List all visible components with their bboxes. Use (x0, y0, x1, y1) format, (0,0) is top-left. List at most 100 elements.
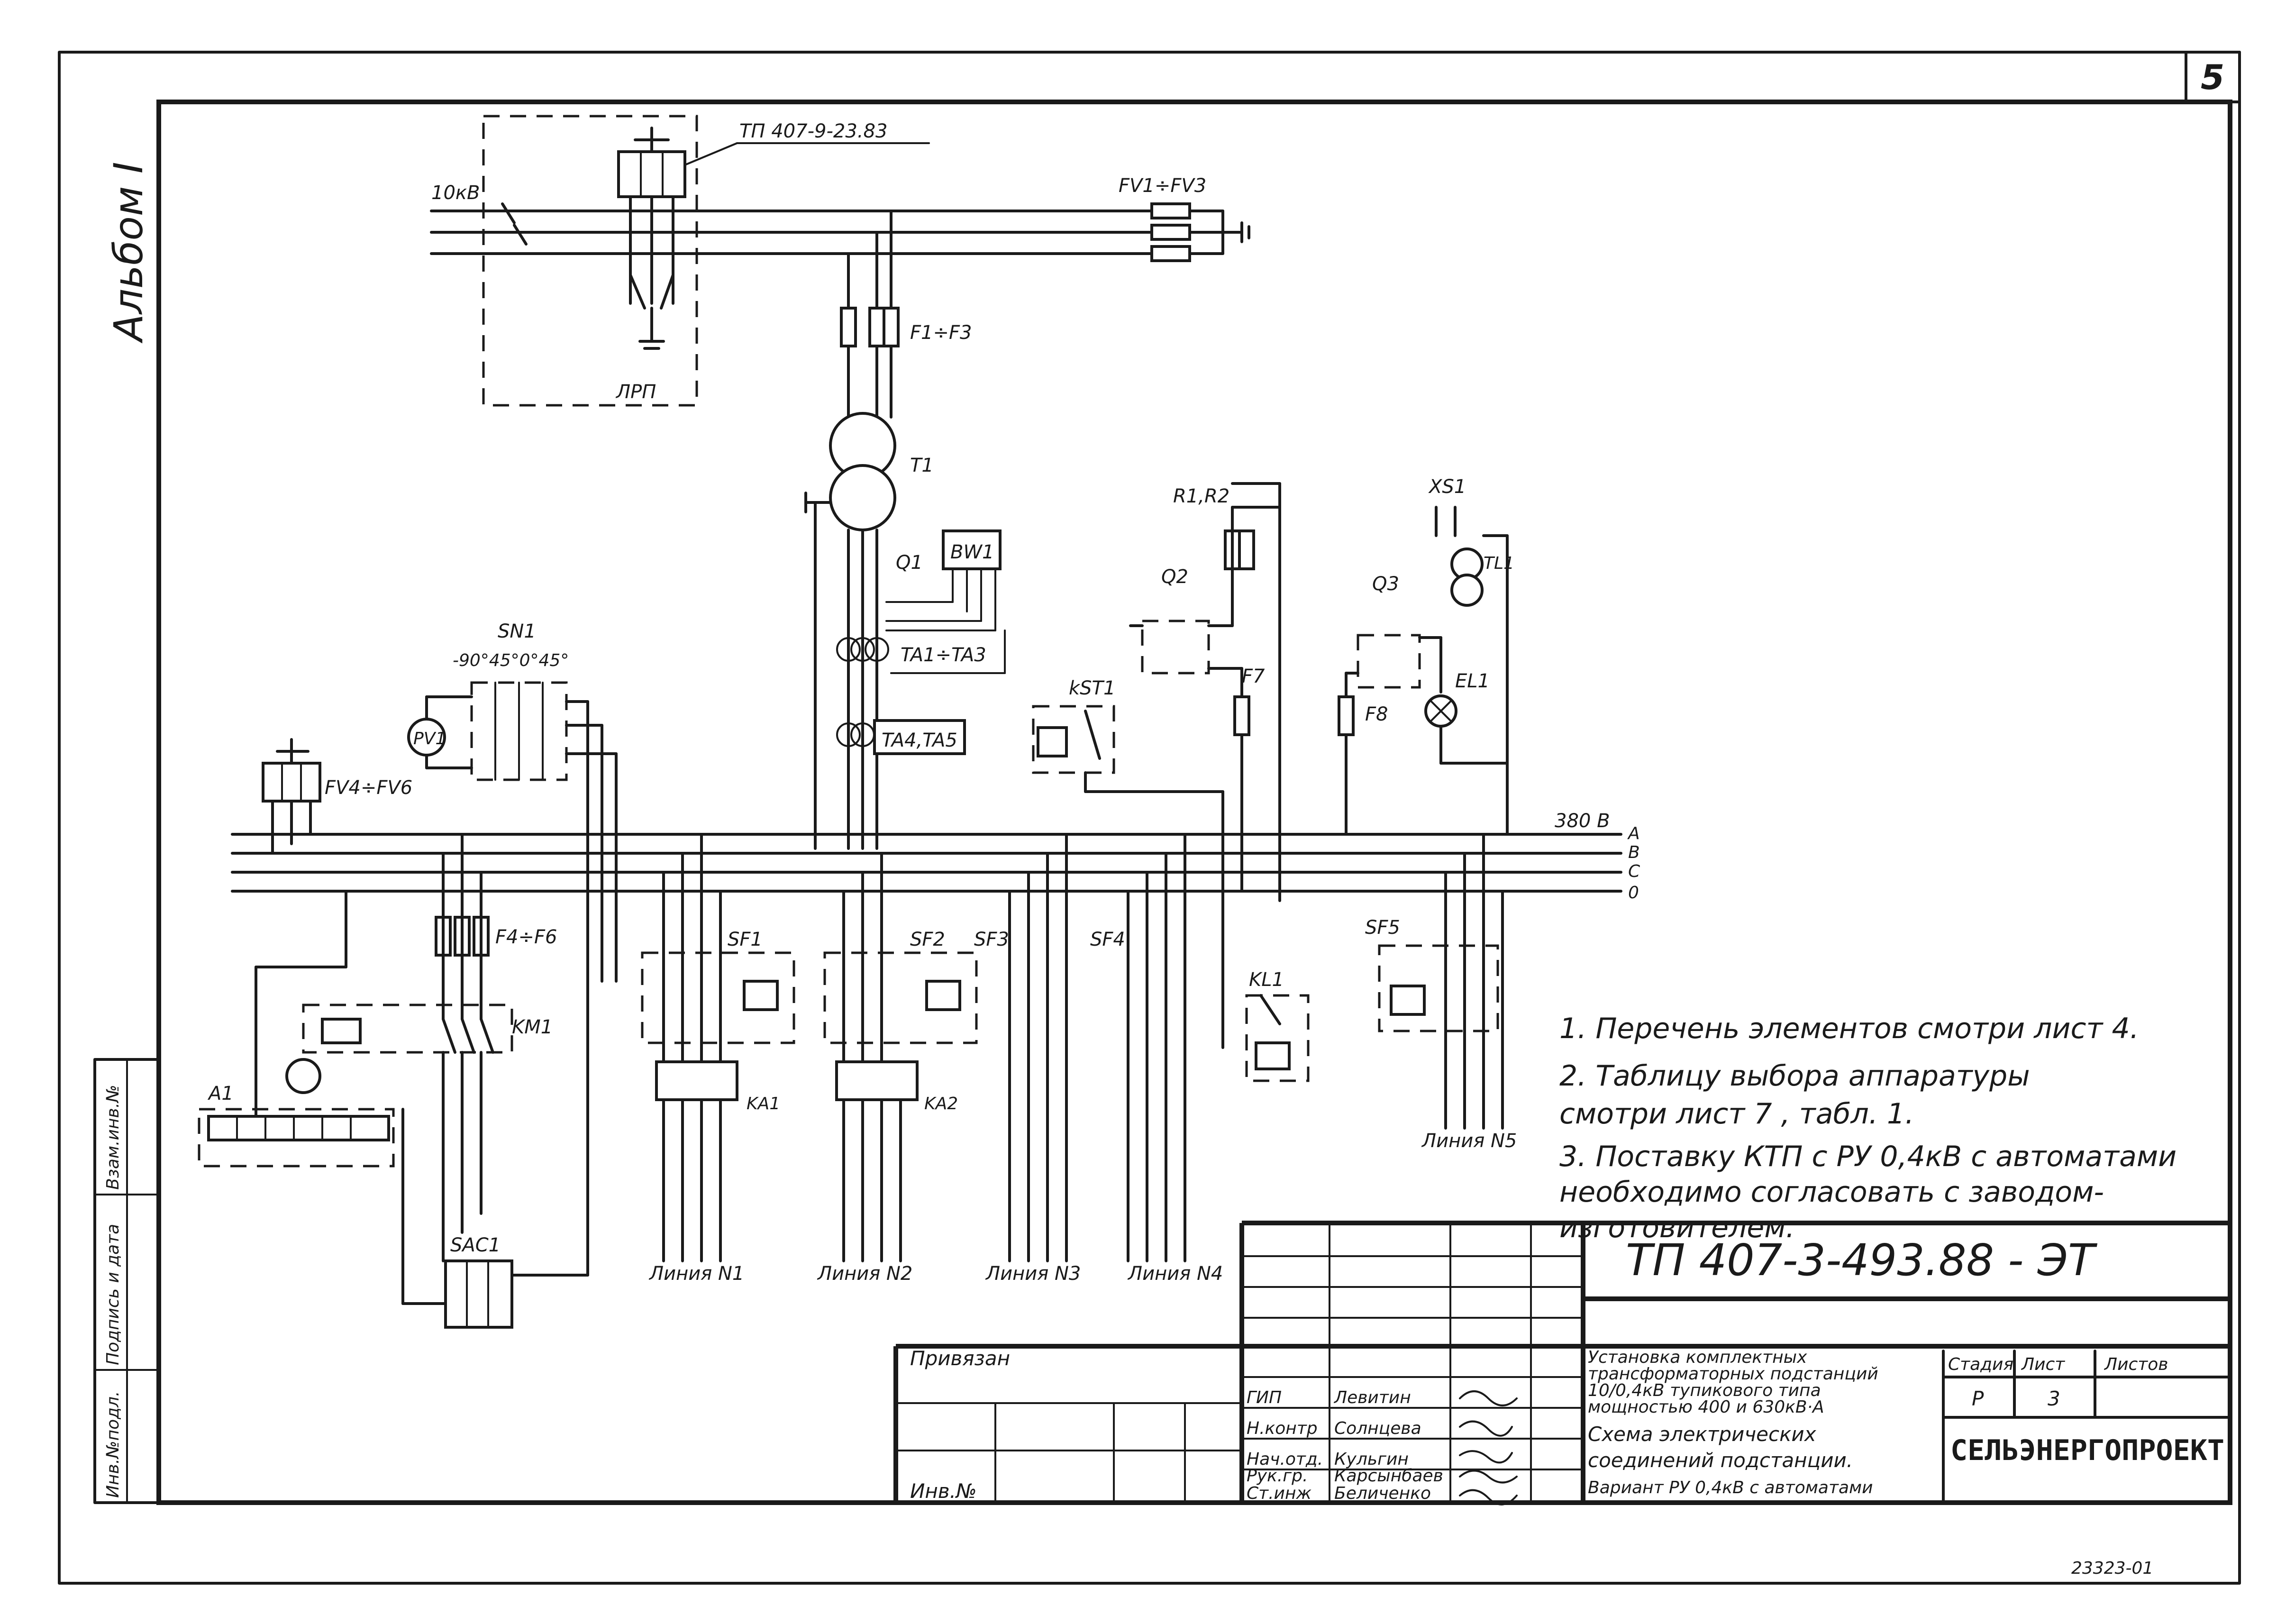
drawing-frame (156, 100, 2232, 1505)
ka1-label: KA1 (747, 1094, 780, 1113)
privyazan-label: Привязан (910, 1347, 1010, 1370)
archive-number: 23323-01 (2071, 1559, 2153, 1578)
heater-circuit: R1,R2 Q2 F7 (1129, 482, 1281, 902)
role-stinzh: Ст.инж (1247, 1484, 1311, 1503)
f7-label: F7 (1242, 666, 1265, 687)
role-nachotd: Нач.отд. (1247, 1450, 1323, 1469)
stamp-inv: Инв.№подл. (103, 1391, 123, 1498)
kst1-label: kST1 (1069, 677, 1115, 699)
ka2-label: KA2 (924, 1094, 958, 1113)
sheet-title-1: Схема электрических (1588, 1423, 1817, 1446)
note-3b: необходимо согласовать с заводом- (1559, 1176, 2104, 1209)
fv1-fv3-arresters: FV1÷FV3 (1119, 175, 1206, 262)
name-stinzh: Беличенко (1334, 1484, 1431, 1503)
sheets-header: Листов (2104, 1355, 2168, 1374)
fv13-label: FV1÷FV3 (1119, 175, 1206, 197)
ta13-label: TA1÷TA3 (901, 644, 986, 666)
doc-number: ТП 407-3-493.88 - ЭТ (1626, 1235, 2098, 1286)
feeder-sf3: SF3 Линия N3 (974, 833, 1081, 1285)
feeder-sf1: SF1 KA1 Линия N1 (641, 833, 795, 1285)
f46-label: F4÷F6 (495, 926, 557, 948)
signature-nachotd (1459, 1450, 1513, 1464)
project-line-1: Установка комплектных (1588, 1348, 1807, 1367)
lrp-assembly: ЛРП ТП 407-9-23.83 (482, 115, 930, 407)
ta45-label: TA4,TA5 (882, 730, 957, 751)
pv1-label: PV1 (413, 729, 446, 748)
signature-stinzh (1459, 1489, 1518, 1505)
name-nkontr: Солнцева (1334, 1419, 1421, 1438)
hv-label: 10кВ (431, 182, 480, 204)
note-1: 1. Перечень элементов смотри лист 4. (1559, 1012, 2139, 1045)
fv46-label: FV4÷FV6 (325, 777, 412, 799)
line5-label: Линия N5 (1421, 1130, 1517, 1152)
sheet-header: Лист (2021, 1355, 2065, 1374)
sf1-label: SF1 (728, 929, 763, 950)
name-nachotd: Кульгин (1334, 1450, 1409, 1469)
r12-label: R1,R2 (1173, 485, 1229, 507)
lrp-frame (482, 115, 698, 407)
sf2-label: SF2 (910, 929, 945, 950)
project-line-2: трансформаторных подстанций (1588, 1364, 1878, 1384)
feeder-sf5: SF5 Линия N5 (1365, 833, 1517, 1152)
sheet-value: 3 (2048, 1387, 2060, 1410)
stage-header: Стадия (1948, 1355, 2013, 1374)
org-name: СЕЛЬЭНЕРГОПРОЕКТ (1950, 1434, 2224, 1467)
signature-rukgr (1459, 1469, 1518, 1484)
sheet-title-3: Вариант РУ 0,4кВ с автоматами (1588, 1478, 1873, 1497)
album-label: Альбом I (105, 162, 152, 344)
sf3-label: SF3 (974, 929, 1009, 950)
f8-label: F8 (1365, 703, 1388, 725)
surge-arresters-lrp (617, 150, 686, 198)
phase-c: C (1628, 862, 1640, 881)
relay-kl1: KL1 (1245, 969, 1310, 1082)
lighting-circuit: XS1 TL1 Q3 EL1 F8 (1338, 476, 1514, 836)
t1-label: T1 (910, 455, 934, 476)
note-2b: смотри лист 7 , табл. 1. (1559, 1097, 1914, 1131)
phase-a: A (1627, 824, 1640, 843)
note-3: 3. Поставку КТП с РУ 0,4кВ с автоматами (1559, 1140, 2177, 1173)
note-3c: изготовителем. (1559, 1211, 1795, 1244)
f13-label: F1÷F3 (910, 322, 972, 344)
stamp-replace: Взам.инв.№ (103, 1085, 123, 1190)
bus-label: 380 В (1555, 810, 1610, 832)
name-rukgr: Карсынбаев (1334, 1466, 1443, 1486)
kl1-label: KL1 (1249, 969, 1284, 991)
switch-sac1: SAC1 (444, 980, 589, 1329)
phase-0: 0 (1628, 883, 1639, 903)
title-block: ТП 407-3-493.88 - ЭТ Привязан Инв.№ ГИП … (893, 1221, 2231, 1505)
sf5-label: SF5 (1365, 917, 1400, 939)
transformer-t1: F1÷F3 T1 (804, 210, 972, 531)
feeder-sf4: SF4 Линия N4 (1090, 833, 1223, 1285)
project-line-3: 10/0,4кВ тупикового типа (1588, 1381, 1821, 1400)
line1-label: Линия N1 (648, 1263, 744, 1285)
q2-label: Q2 (1161, 566, 1188, 588)
xs1-label: XS1 (1428, 476, 1466, 498)
stamp-sign: Подпись и дата (103, 1224, 123, 1365)
project-line-4: мощностью 400 и 630кВ·А (1588, 1397, 1824, 1417)
tl1-label: TL1 (1484, 554, 1514, 573)
inv-label: Инв.№ (910, 1479, 977, 1503)
el1-label: EL1 (1455, 670, 1490, 692)
fv4-fv6-arresters: FV4÷FV6 (262, 738, 412, 855)
q3-label: Q3 (1372, 573, 1399, 595)
page-number-box (2185, 51, 2241, 103)
sn1-positions: -90°45°0°45° (453, 651, 569, 670)
role-rukgr: Рук.гр. (1247, 1466, 1308, 1486)
a1-label: A1 (207, 1083, 234, 1104)
q1-label: Q1 (896, 552, 923, 574)
line2-label: Линия N2 (817, 1263, 912, 1285)
phase-b: B (1628, 843, 1640, 862)
page-number: 5 (2201, 57, 2224, 97)
note-2: 2. Таблицу выбора аппаратуры (1559, 1059, 2030, 1093)
outer-border (58, 51, 2241, 1585)
km1-label: KM1 (512, 1016, 553, 1038)
lrp-label: ЛРП (615, 381, 656, 403)
line4-label: Линия N4 (1127, 1263, 1223, 1285)
signature-gip (1459, 1390, 1518, 1406)
line3-label: Линия N3 (985, 1263, 1081, 1285)
sac1-label: SAC1 (450, 1234, 501, 1256)
name-gip: Левитин (1333, 1388, 1411, 1407)
main-switch-q1: Q1 BW1 TA1÷TA3 TA4,TA5 (814, 501, 1006, 850)
stage-value: Р (1972, 1387, 1984, 1410)
